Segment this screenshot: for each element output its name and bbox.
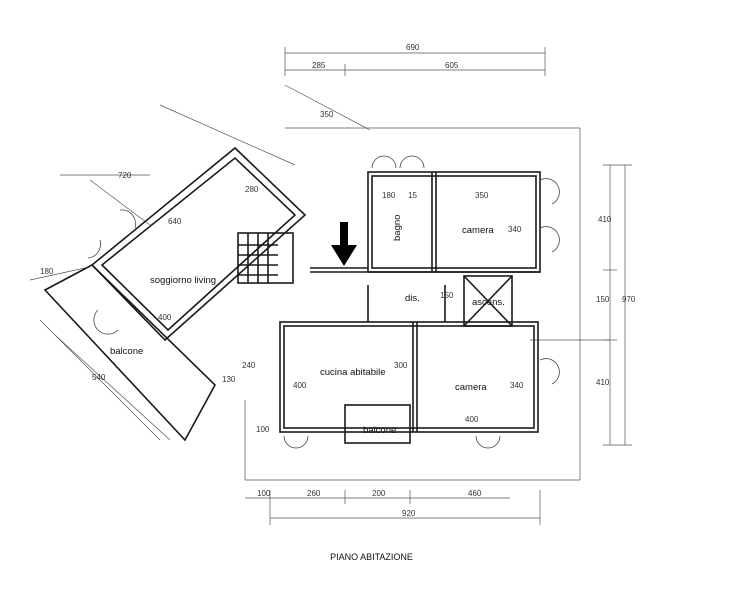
room-balcone-bottom: balcone [363,425,396,436]
room-ascens: ascens. [472,297,505,308]
dim-liv-280: 280 [245,185,259,194]
dimension-labels: 690 285 605 350 410 150 970 410 100 260 … [40,43,636,518]
dim-dis-150: 150 [440,291,454,300]
dim-bottom-total: 920 [402,509,416,518]
room-cucina: cucina abitabile [320,367,386,378]
dim-camera2-340: 340 [510,381,524,390]
plan-caption: PIANO ABITAZIONE [330,552,413,562]
dim-right-150: 150 [596,295,610,304]
room-soggiorno: soggiorno living [150,275,216,286]
dim-camera-340: 340 [508,225,522,234]
room-balcone-left: balcone [110,346,143,357]
room-camera-top: camera [462,225,494,236]
room-bagno: bagno [392,215,403,241]
dim-liv-640: 640 [168,217,182,226]
dim-left-720: 720 [118,171,132,180]
dim-bottom-100: 100 [257,489,271,498]
dim-camera2-400: 400 [465,415,479,424]
dim-liv-400: 400 [158,313,172,322]
dim-bottom-260: 260 [307,489,321,498]
dim-bottom-200: 200 [372,489,386,498]
dim-top-left: 285 [312,61,326,70]
dim-bagno-180: 180 [382,191,396,200]
walls [43,146,541,444]
arrow-down-icon [331,222,357,266]
dim-right-970: 970 [622,295,636,304]
dim-top-right: 605 [445,61,459,70]
dim-right-410-bottom: 410 [596,378,610,387]
dim-bagno-15: 15 [408,191,417,200]
dim-left-180: 180 [40,267,54,276]
dim-left-100: 100 [256,425,270,434]
dim-left-540: 540 [92,373,106,382]
dim-cucina-300: 300 [394,361,408,370]
dim-liv-240: 240 [242,361,256,370]
door-arcs [87,155,560,449]
dimension-lines [29,47,632,525]
room-dis: dis. [405,293,420,304]
dim-liv-130: 130 [222,375,236,384]
dim-right-410-top: 410 [598,215,612,224]
dim-top-total: 690 [406,43,420,52]
dim-camera-350: 350 [475,191,489,200]
room-camera-bottom: camera [455,382,487,393]
dim-bottom-460: 460 [468,489,482,498]
dim-diag-350: 350 [320,110,334,119]
dim-cucina-400: 400 [293,381,307,390]
room-labels: soggiorno living balcone bagno camera di… [110,215,505,436]
